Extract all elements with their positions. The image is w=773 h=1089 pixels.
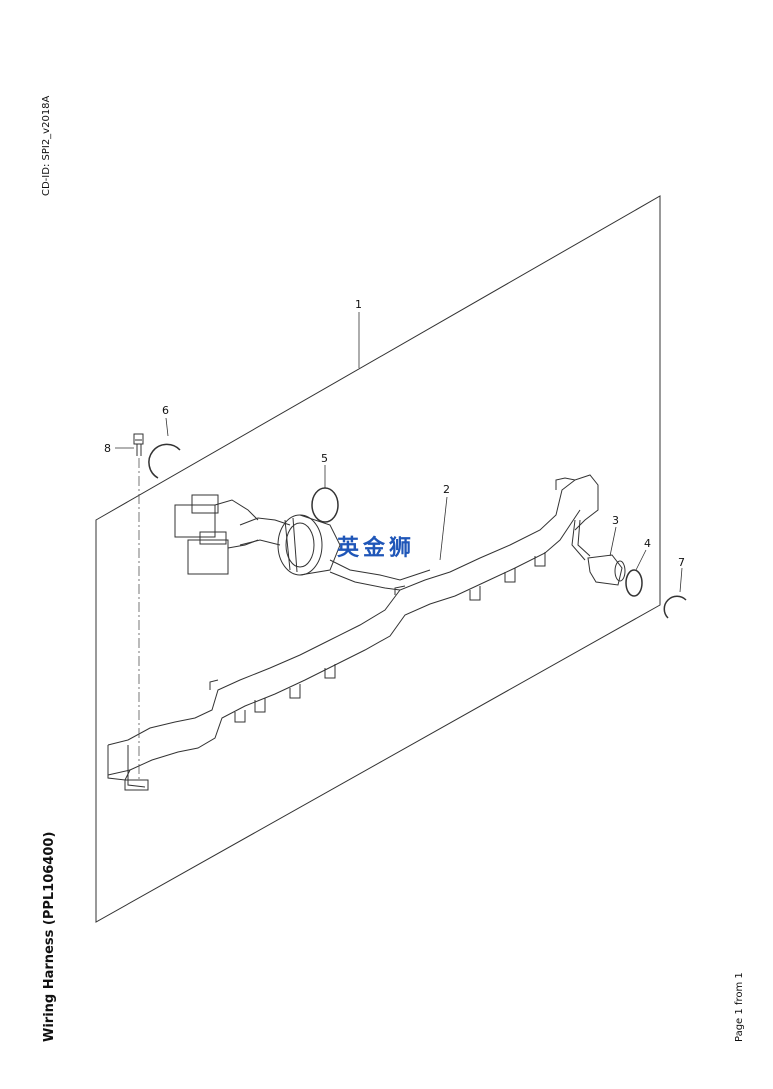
callout-5: 5: [321, 452, 328, 465]
clip-part-7: [663, 595, 687, 619]
callout-3: 3: [612, 514, 619, 527]
callout-7: 7: [678, 556, 685, 569]
callout-1: 1: [355, 298, 362, 311]
callout-8: 8: [104, 442, 111, 455]
watermark-logo: 英金狮: [337, 536, 416, 561]
o-ring-part-4: [625, 569, 643, 597]
wiring-harness-body: [107, 474, 599, 791]
plug-connector-lower: [187, 531, 259, 575]
plug-connector-upper: [174, 494, 259, 538]
bolt-part-8: [133, 433, 144, 456]
clip-part-6: [148, 443, 181, 479]
leader-lines: [115, 312, 683, 593]
callout-4: 4: [644, 537, 651, 550]
callout-6: 6: [162, 404, 169, 417]
o-ring-part-5: [311, 487, 339, 523]
callout-2: 2: [443, 483, 450, 496]
assembly-frame: [95, 195, 661, 923]
sleeve-connector: [277, 514, 341, 576]
sensor-part-3: [587, 554, 626, 586]
